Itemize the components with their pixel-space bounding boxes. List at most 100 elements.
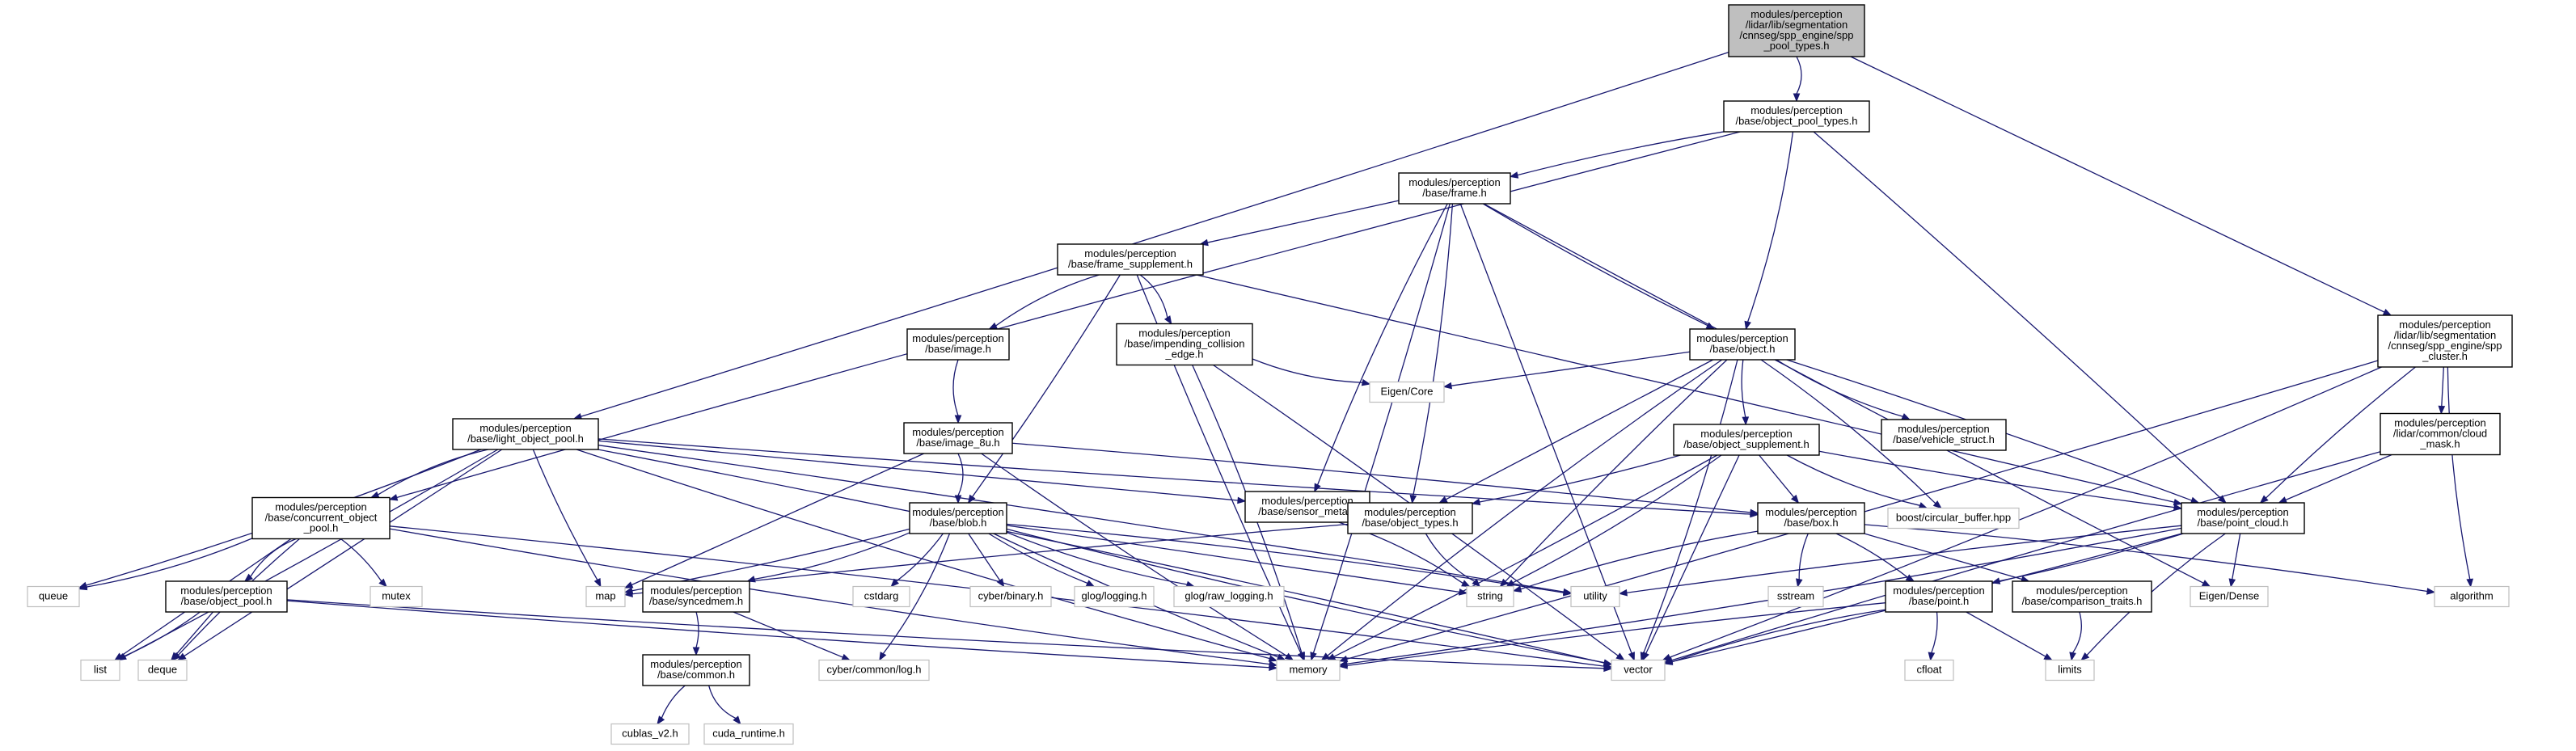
arrow-head xyxy=(378,578,387,588)
arrow-head xyxy=(996,578,1005,588)
edge-line xyxy=(1011,442,1751,513)
node-frame[interactable]: modules/perception/base/frame.h xyxy=(1398,172,1511,205)
node-label-line: modules/perception xyxy=(1696,332,1788,344)
arrow-head xyxy=(243,573,254,582)
node-point[interactable]: modules/perception/base/point.h xyxy=(1885,580,1993,613)
edge-frame-to-object_types xyxy=(1409,203,1454,504)
edge-object_pool-to-deque xyxy=(170,611,213,661)
node-object_types[interactable]: modules/perception/base/object_types.h xyxy=(1347,502,1473,534)
node-memory: memory xyxy=(1276,659,1341,681)
edge-object-to-object_supplement xyxy=(1741,359,1750,426)
edge-syncedmem-to-cyber_log xyxy=(733,611,851,661)
edge-line xyxy=(175,611,213,656)
node-box xyxy=(452,418,599,450)
node-label-line: /lidar/lib/segmentation xyxy=(2394,329,2496,341)
arrow-head xyxy=(370,491,380,499)
node-label-line: /base/object_pool.h xyxy=(181,595,272,607)
node-impending_collision_edge[interactable]: modules/perception/base/impending_collis… xyxy=(1116,323,1253,366)
node-label-line: modules/perception xyxy=(1750,8,1842,20)
arrow-head xyxy=(1268,655,1278,662)
arrow-head xyxy=(1361,378,1371,386)
edge-line xyxy=(1505,359,1728,582)
edge-spp_cluster-to-algorithm xyxy=(2447,366,2474,588)
node-label-line: mutex xyxy=(382,590,411,602)
arrow-head xyxy=(1744,320,1751,331)
node-comparison_traits[interactable]: modules/perception/base/comparison_trait… xyxy=(2012,580,2152,613)
arrow-head xyxy=(954,415,962,424)
node-label-line: modules/perception xyxy=(650,584,741,597)
arrow-head xyxy=(1742,416,1750,426)
node-syncedmem[interactable]: modules/perception/base/syncedmem.h xyxy=(642,580,750,613)
edge-line xyxy=(1139,274,1168,319)
edge-line xyxy=(1835,533,1908,578)
node-cublas: cublas_v2.h xyxy=(610,723,690,745)
node-vector: vector xyxy=(1611,659,1666,681)
edge-line xyxy=(1759,454,1795,498)
node-point_cloud[interactable]: modules/perception/base/point_cloud.h xyxy=(2181,502,2305,534)
node-image[interactable]: modules/perception/base/image.h xyxy=(906,328,1010,361)
edge-line xyxy=(389,528,1270,665)
node-label-line: Eigen/Core xyxy=(1380,386,1433,398)
node-image_8u[interactable]: modules/perception/base/image_8u.h xyxy=(903,422,1013,454)
node-light_object_pool[interactable]: modules/perception/base/light_object_poo… xyxy=(452,418,599,450)
arrow-head xyxy=(2259,495,2269,504)
nodes-layer: modules/perception/lidar/lib/segmentatio… xyxy=(27,4,2513,745)
edge-object_pool-to-list xyxy=(116,611,201,661)
edge-object_supplement-to-circular_buffer xyxy=(1786,454,1928,509)
node-label-line: modules/perception xyxy=(912,332,1003,344)
node-box xyxy=(1398,172,1511,205)
edge-line xyxy=(1671,451,2381,661)
node-cstdarg: cstdarg xyxy=(852,585,910,608)
arrow-head xyxy=(1338,655,1349,663)
node-concurrent_object_pool[interactable]: modules/perception/base/concurrent_objec… xyxy=(251,496,391,540)
node-object_pool_types[interactable]: modules/perception/base/object_pool_type… xyxy=(1723,100,1870,133)
node-cyber_binary: cyber/binary.h xyxy=(969,585,1052,608)
node-box xyxy=(969,585,1052,608)
edge-image-to-image_8u xyxy=(952,359,962,424)
edge-blob-to-string xyxy=(1006,525,1468,596)
edges-layer xyxy=(78,52,2474,725)
node-common[interactable]: modules/perception/base/common.h xyxy=(642,654,750,686)
arrow-head xyxy=(2080,652,2090,661)
edge-line xyxy=(1425,533,1476,582)
node-vehicle_struct[interactable]: modules/perception/base/vehicle_struct.h xyxy=(1881,419,2007,451)
edge-line xyxy=(2071,611,2082,653)
node-box xyxy=(251,496,391,540)
edge-line xyxy=(1798,533,1809,580)
edge-point_cloud-to-utility xyxy=(1618,525,2182,597)
edge-image_8u-to-memory xyxy=(981,453,1294,661)
node-object_supplement[interactable]: modules/perception/base/object_supplemen… xyxy=(1673,424,1820,456)
node-label-line: modules/perception xyxy=(1700,428,1792,440)
arrow-head xyxy=(1458,589,1468,596)
arrow-head xyxy=(2043,653,2053,661)
node-label-line: /base/blob.h xyxy=(930,517,987,529)
node-spp_cluster[interactable]: modules/perception/lidar/lib/segmentatio… xyxy=(2377,314,2513,368)
node-object[interactable]: modules/perception/base/object.h xyxy=(1689,328,1796,361)
node-box xyxy=(2380,412,2501,456)
arrow-head xyxy=(593,578,602,588)
arrow-head xyxy=(1442,382,1453,390)
node-label-line: sstream xyxy=(1777,590,1814,602)
edge-line xyxy=(598,445,1565,593)
node-string: string xyxy=(1466,585,1514,608)
node-frame_supplement[interactable]: modules/perception/base/frame_supplement… xyxy=(1057,243,1204,276)
node-box[interactable]: modules/perception/base/box.h xyxy=(1757,502,1865,534)
node-eigen_core: Eigen/Core xyxy=(1369,381,1445,403)
edge-spp_cluster-to-point_cloud xyxy=(2259,366,2416,504)
arrow-head xyxy=(2466,578,2474,588)
node-label-line: /lidar/lib/segmentation xyxy=(1746,19,1848,31)
node-blob[interactable]: modules/perception/base/blob.h xyxy=(909,502,1007,534)
edge-line xyxy=(2285,454,2392,501)
edge-line xyxy=(378,449,488,496)
edge-line xyxy=(1445,359,1713,500)
node-box xyxy=(27,585,80,608)
node-label-line: string xyxy=(1477,590,1503,602)
node-object_pool[interactable]: modules/perception/base/object_pool.h xyxy=(165,580,288,613)
edge-line xyxy=(1483,203,2204,584)
node-label-line: modules/perception xyxy=(2394,417,2485,429)
node-root[interactable]: modules/perception/lidar/lib/segmentatio… xyxy=(1728,4,1865,57)
node-sstream: sstream xyxy=(1767,585,1824,608)
node-cloud_mask[interactable]: modules/perception/lidar/common/cloud_ma… xyxy=(2380,412,2501,456)
node-label-line: /base/box.h xyxy=(1784,517,1838,529)
arrow-head xyxy=(1085,580,1096,588)
